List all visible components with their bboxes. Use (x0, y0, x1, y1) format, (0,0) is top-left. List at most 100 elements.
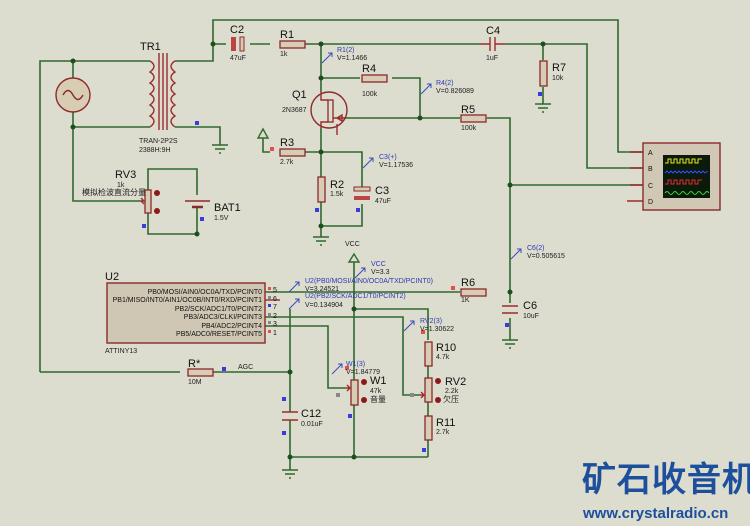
probe-w1[interactable]: W1(3)V=1.84779 (331, 361, 380, 376)
r11-ref: R11 (436, 417, 455, 429)
watermark-title: 矿石收音机 (582, 461, 750, 499)
resistor-r3[interactable]: R3 2.7k (270, 137, 306, 166)
rv3-value: 1k (117, 182, 125, 189)
resistor-r11[interactable]: R11 2.7k (422, 415, 455, 452)
junctions (70, 41, 546, 460)
terminal-arrow-icon (256, 127, 270, 139)
u2-pin-name: PB0/MOSI/AIN0/OC0A/TXD/PCINT0 (148, 289, 262, 296)
u2-pin-num: 7 (273, 304, 277, 311)
c12-ref: C12 (301, 408, 321, 420)
resistor-r2[interactable]: R2 1.5k (315, 176, 344, 212)
resistor-r7[interactable]: R7 10k (538, 60, 566, 96)
r4-value: 100k (362, 91, 378, 98)
q1-ref: Q1 (292, 89, 307, 101)
probe-rv2[interactable]: RV2(3)V=1.30622 (403, 318, 454, 334)
capacitor-c4[interactable]: C4 1uF (480, 25, 505, 62)
u2-part: ATTINY13 (105, 348, 137, 355)
oscilloscope[interactable]: A B C D (627, 142, 721, 211)
u2-pin-name: PB1/MISO/INT0/AIN1/OC0B/INT0/RXD/PCINT1 (113, 297, 262, 304)
u2-pin-name: PB4/ADC2/PCINT4 (201, 323, 262, 330)
potentiometer-rv3[interactable]: RV3 1k 模拟检波直流分量 (82, 169, 160, 228)
probe-label: VCC (371, 261, 386, 268)
resistor-r6[interactable]: R6 1K (451, 277, 487, 304)
c3-ref: C3 (375, 185, 389, 197)
resistor-r5[interactable]: R5 100k (460, 104, 487, 132)
transistor-q1[interactable]: Q1 2N3687 (282, 89, 348, 135)
battery-bat1[interactable]: BAT1 1.5V (185, 200, 241, 222)
rv2-value: 2.2k (445, 388, 459, 395)
scope-channel-a: A (648, 150, 653, 157)
tr1-ref: TR1 (140, 41, 161, 53)
ac-source-icon[interactable] (55, 77, 91, 113)
u2-ref: U2 (105, 271, 119, 283)
microcontroller-u2[interactable]: U2 ATTINY13 PB0/MOSI/AIN0/OC0A/TXD/PCINT… (105, 271, 280, 355)
probe-u2-pb0[interactable]: U2(PB0/MOSI/AIN0/OC0A/TXD/PCINT0)V=3.245… (288, 278, 433, 293)
u2-pin-num: 1 (273, 330, 277, 337)
probe-c6[interactable]: C6(2)V=0.505615 (510, 245, 565, 260)
ground-icons (212, 103, 551, 479)
c4-ref: C4 (486, 25, 500, 37)
r7-value: 10k (552, 75, 564, 82)
probe-value: V=3.3 (371, 269, 390, 276)
probe-r4[interactable]: R4(2)V=0.826089 (420, 80, 474, 95)
rstar-ref: R* (188, 358, 201, 370)
probe-value: V=3.24521 (305, 286, 339, 293)
rv3-ref: RV3 (115, 169, 136, 181)
tr1-value: 2388H:9H (139, 147, 171, 154)
rstar-value: 10M (188, 379, 202, 386)
capacitor-c12[interactable]: C12 0.01uF (282, 397, 323, 435)
probe-label: RV2(3) (420, 318, 442, 325)
potentiometer-rv2[interactable]: RV2 2.2k 欠压 (410, 376, 466, 404)
rv2-ref: RV2 (445, 376, 466, 388)
r2-ref: R2 (330, 179, 344, 191)
tr1-model: TRAN-2P2S (139, 138, 178, 145)
r1-value: 1k (280, 51, 288, 58)
probe-label: C6(2) (527, 245, 545, 252)
probe-label: R1(2) (337, 47, 355, 54)
resistor-r4[interactable]: R4 100k (361, 63, 388, 98)
voltage-probes: R1(2)V=1.1466 R4(2)V=0.826089 C3(+)V=1.1… (288, 47, 565, 376)
capacitor-c6[interactable]: C6 10uF (502, 300, 539, 327)
resistor-r1[interactable]: R1 1k (279, 29, 306, 58)
u2-pin-num: 6 (273, 296, 277, 303)
c2-ref: C2 (230, 24, 244, 36)
probe-label: U2(PB2/SCK/ADC1/T0/PCINT2) (305, 293, 406, 300)
r3-ref: R3 (280, 137, 294, 149)
c6-value: 10uF (523, 313, 539, 320)
q1-value: 2N3687 (282, 107, 307, 114)
c12-value: 0.01uF (301, 421, 323, 428)
vcc-label: VCC (345, 241, 360, 248)
r4-ref: R4 (362, 63, 376, 75)
r5-value: 100k (461, 125, 477, 132)
rv2-note: 欠压 (443, 394, 459, 404)
u2-pin-num: 5 (273, 287, 277, 294)
probe-label: R4(2) (436, 80, 454, 87)
probe-c3[interactable]: C3(+)V=1.17536 (362, 154, 413, 169)
resistor-r10[interactable]: R10 4.7k (424, 341, 456, 367)
capacitor-c2[interactable]: C2 47uF (230, 24, 246, 62)
u2-pin-num: 2 (273, 313, 277, 320)
u2-pin-name: PB2/SCK/ADC1/T0/PCINT2 (175, 306, 262, 313)
w1-ref: W1 (370, 375, 387, 387)
vcc-terminal[interactable]: VCC (345, 241, 361, 263)
scope-channel-c: C (648, 183, 653, 190)
bat1-value: 1.5V (214, 215, 229, 222)
probe-r1[interactable]: R1(2)V=1.1466 (321, 47, 367, 64)
c4-value: 1uF (486, 55, 498, 62)
potentiometer-w1[interactable]: W1 47k 音量 (336, 375, 387, 418)
capacitor-c3[interactable]: C3 47uF (353, 185, 391, 212)
probe-u2-pb2[interactable]: U2(PB2/SCK/ADC1/T0/PCINT2)V=0.134904 (288, 293, 406, 310)
u2-pin-name: PB3/ADC3/CLKI/PCINT3 (184, 314, 262, 321)
watermark-logo: 矿石收音机 www.crystalradio.cn (582, 461, 750, 522)
probe-value: V=1.17536 (379, 162, 413, 169)
r2-value: 1.5k (330, 191, 344, 198)
u2-pin-name: PB5/ADC0/RESET/PCINT5 (176, 331, 262, 338)
probe-label: U2(PB0/MOSI/AIN0/OC0A/TXD/PCINT0) (305, 278, 433, 285)
r11-value: 2.7k (436, 429, 450, 436)
transformer-tr1[interactable]: TR1 TRAN-2P2S 2388H:9H (139, 41, 178, 154)
resistor-rstar[interactable]: R* 10M AGC (187, 358, 253, 386)
r10-value: 4.7k (436, 354, 450, 361)
bat1-ref: BAT1 (214, 202, 241, 214)
